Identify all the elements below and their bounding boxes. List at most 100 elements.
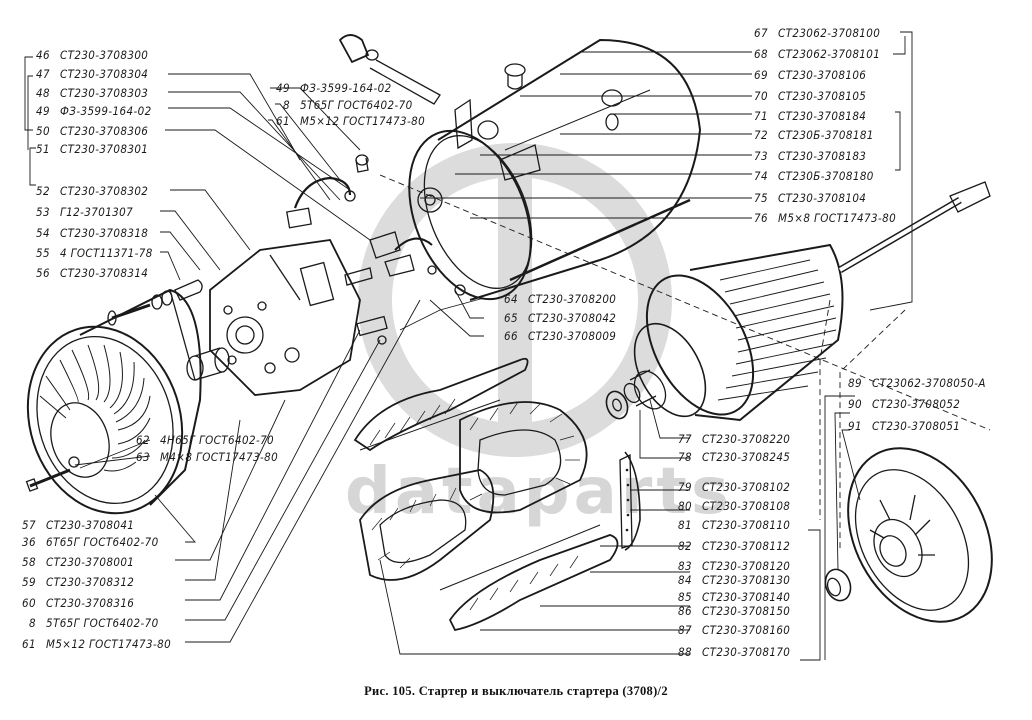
part-drive-end-cover bbox=[824, 447, 993, 623]
part-number: 70 bbox=[754, 89, 768, 103]
part-number: 71 bbox=[754, 109, 768, 123]
part-label: 74 СТ230Б-3708180 bbox=[746, 170, 874, 183]
part-code: СТ230-3708312 bbox=[46, 575, 135, 589]
part-code: СТ230-3708041 bbox=[46, 518, 135, 532]
part-number: 47 bbox=[36, 67, 50, 81]
part-armature bbox=[623, 181, 991, 422]
part-number: 74 bbox=[754, 169, 768, 183]
part-number: 75 bbox=[754, 191, 768, 205]
part-screw-washer-set bbox=[107, 279, 203, 326]
part-number: 84 bbox=[678, 573, 692, 587]
part-number: 82 bbox=[678, 539, 692, 553]
part-brush-holder-housing bbox=[209, 239, 361, 396]
part-number: 57 bbox=[22, 518, 36, 532]
watermark-text: dataparts bbox=[345, 455, 734, 529]
part-code: СТ230-3708304 bbox=[60, 67, 149, 81]
part-code: ФЗ-3599-164-02 bbox=[60, 104, 152, 118]
part-label: 57 СТ230-3708041 bbox=[14, 519, 134, 532]
part-number: 36 bbox=[22, 535, 36, 549]
part-code: ФЗ-3599-164-02 bbox=[300, 81, 392, 95]
part-number: 79 bbox=[678, 480, 692, 494]
part-code: СТ230-3708160 bbox=[702, 623, 791, 637]
part-code: СТ230Б-3708180 bbox=[778, 169, 874, 183]
part-number: 59 bbox=[22, 575, 36, 589]
part-number: 53 bbox=[36, 205, 50, 219]
part-number: 64 bbox=[504, 292, 518, 306]
part-number: 80 bbox=[678, 499, 692, 513]
part-field-coils bbox=[353, 357, 641, 632]
part-number: 68 bbox=[754, 47, 768, 61]
part-terminal-bolt bbox=[338, 34, 441, 105]
part-number: 81 bbox=[678, 518, 692, 532]
part-code: СТ230-3708052 bbox=[872, 397, 961, 411]
part-label: 80 СТ230-3708108 bbox=[670, 500, 790, 513]
part-number: 77 bbox=[678, 432, 692, 446]
part-code: СТ23062-3708100 bbox=[778, 26, 881, 40]
part-code: М5×12 ГОСТ17473-80 bbox=[300, 114, 426, 128]
part-label: 47 СТ230-3708304 bbox=[28, 68, 148, 81]
part-code: М5×12 ГОСТ17473-80 bbox=[46, 637, 172, 651]
part-label: 64 СТ230-3708200 bbox=[496, 293, 616, 306]
part-code: СТ230-3708130 bbox=[702, 573, 791, 587]
part-code: СТ230-3708106 bbox=[778, 68, 867, 82]
part-number: 58 bbox=[22, 555, 36, 569]
part-code: СТ230-3708314 bbox=[60, 266, 149, 280]
part-number: 49 bbox=[36, 104, 50, 118]
part-number: 60 bbox=[22, 596, 36, 610]
part-code: СТ230-3708316 bbox=[46, 596, 135, 610]
part-number: 89 bbox=[848, 376, 862, 390]
coil-hatching bbox=[369, 398, 580, 611]
part-code: СТ230-3708150 bbox=[702, 604, 791, 618]
part-label: 54 СТ230-3708318 bbox=[28, 227, 148, 240]
part-number: 51 bbox=[36, 142, 50, 156]
part-code: СТ230-3708183 bbox=[778, 149, 867, 163]
part-brush-plates bbox=[344, 231, 415, 345]
part-bushing bbox=[186, 347, 230, 381]
part-number: 49 bbox=[276, 81, 290, 95]
armature-windings bbox=[717, 259, 837, 401]
part-number: 50 bbox=[36, 124, 50, 138]
part-code: 4Н65Г ГОСТ6402-70 bbox=[160, 433, 275, 447]
part-code: СТ230-3708318 bbox=[60, 226, 149, 240]
part-label: 49 ФЗ-3599-164-02 bbox=[268, 82, 392, 95]
part-number: 76 bbox=[754, 211, 768, 225]
part-label: 84 СТ230-3708130 bbox=[670, 574, 790, 587]
part-code: СТ230-3708200 bbox=[528, 292, 617, 306]
part-number: 88 bbox=[678, 645, 692, 659]
part-number: 72 bbox=[754, 128, 768, 142]
part-number: 54 bbox=[36, 226, 50, 240]
part-code: 4 ГОСТ11371-78 bbox=[60, 246, 153, 260]
part-code: СТ230-3708108 bbox=[702, 499, 791, 513]
part-number: 48 bbox=[36, 86, 50, 100]
part-code: 5Т65Г ГОСТ6402-70 bbox=[46, 616, 159, 630]
